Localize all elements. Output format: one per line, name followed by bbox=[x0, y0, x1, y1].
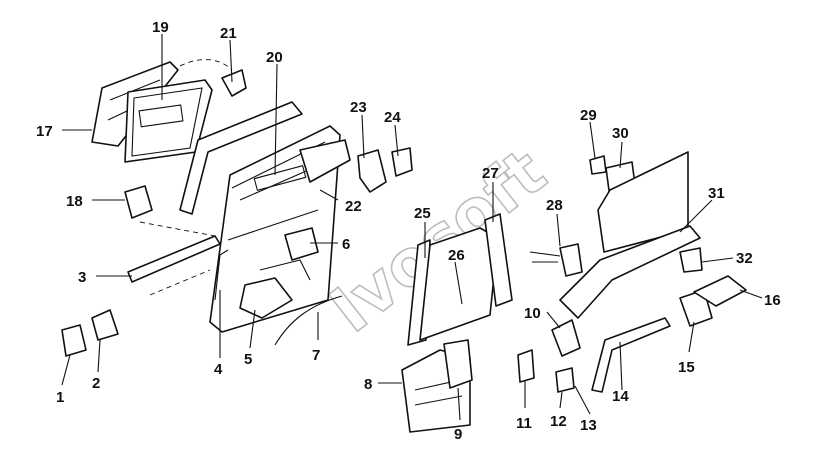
callout-14: 14 bbox=[612, 388, 629, 405]
part-29-clip bbox=[589, 155, 607, 175]
callout-17: 17 bbox=[36, 123, 53, 140]
door-panel bbox=[209, 125, 341, 333]
part-1-bracket bbox=[61, 324, 87, 357]
callout-2: 2 bbox=[92, 375, 100, 392]
callout-4: 4 bbox=[214, 361, 223, 378]
callout-6: 6 bbox=[342, 236, 350, 253]
part-7-seal-strip bbox=[274, 295, 343, 346]
part-4-rod bbox=[214, 249, 229, 301]
callout-25: 25 bbox=[414, 205, 431, 222]
part-32-clip bbox=[679, 247, 703, 273]
part-11-handle bbox=[517, 349, 535, 383]
part-28-lock bbox=[559, 243, 583, 277]
callout-9: 9 bbox=[454, 426, 462, 443]
part-22-bracket bbox=[299, 139, 351, 183]
callout-3: 3 bbox=[78, 269, 86, 286]
callout-30: 30 bbox=[612, 125, 629, 142]
callout-26: 26 bbox=[448, 247, 465, 264]
callout-31: 31 bbox=[708, 185, 725, 202]
callout-15: 15 bbox=[678, 359, 695, 376]
callout-13: 13 bbox=[580, 417, 597, 434]
part-31-rear-panel bbox=[597, 151, 689, 253]
callout-32: 32 bbox=[736, 250, 753, 267]
callout-21: 21 bbox=[220, 25, 237, 42]
part-24-latch bbox=[391, 147, 413, 177]
callout-labels: 1 2 3 4 5 6 7 8 9 10 11 12 13 14 15 16 1… bbox=[36, 19, 781, 443]
callout-16: 16 bbox=[764, 292, 781, 309]
callout-22: 22 bbox=[345, 198, 362, 215]
part-23-latch bbox=[357, 149, 387, 193]
part-20-rail bbox=[179, 101, 303, 215]
part-6-lock bbox=[284, 227, 319, 261]
part-3-weatherstrip bbox=[127, 235, 221, 283]
callout-5: 5 bbox=[244, 351, 252, 368]
callout-11: 11 bbox=[516, 415, 532, 432]
part-18-handle bbox=[124, 185, 153, 219]
part-14-strip bbox=[591, 317, 671, 393]
part-9-handle bbox=[443, 339, 473, 389]
callout-18: 18 bbox=[66, 193, 83, 210]
part-19-window-seal bbox=[124, 79, 213, 163]
part-16-hinge bbox=[693, 275, 747, 307]
callout-24: 24 bbox=[384, 109, 401, 126]
callout-29: 29 bbox=[580, 107, 597, 124]
callout-1: 1 bbox=[56, 389, 64, 406]
part-5-lock-mechanism bbox=[239, 277, 293, 319]
callout-7: 7 bbox=[312, 347, 320, 364]
part-2-bracket bbox=[91, 309, 119, 341]
part-21-clip bbox=[221, 69, 247, 97]
callout-23: 23 bbox=[350, 99, 367, 116]
callout-28: 28 bbox=[546, 197, 563, 214]
callout-8: 8 bbox=[364, 376, 372, 393]
part-27-channel bbox=[484, 213, 513, 307]
callout-20: 20 bbox=[266, 49, 283, 66]
callout-19: 19 bbox=[152, 19, 169, 36]
callout-12: 12 bbox=[550, 413, 567, 430]
part-10-link bbox=[551, 319, 581, 357]
callout-10: 10 bbox=[524, 305, 541, 322]
part-12-roller bbox=[555, 367, 575, 393]
callout-27: 27 bbox=[482, 165, 499, 182]
